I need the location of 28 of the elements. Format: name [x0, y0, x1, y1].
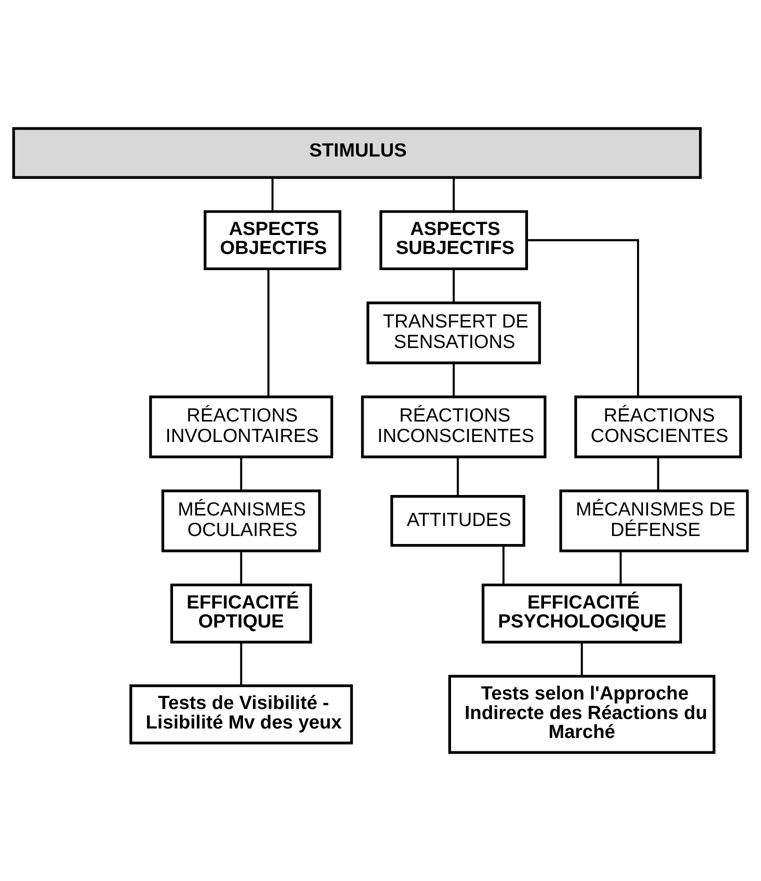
connector: [452, 178, 455, 212]
node-box: EFFICACITÉ OPTIQUE: [170, 584, 312, 644]
node-box: RÉACTIONS INCONSCIENTES: [361, 396, 546, 458]
node-box: STIMULUS: [12, 127, 702, 179]
connector: [240, 642, 242, 686]
node-box: ASPECTS OBJECTIFS: [204, 210, 342, 270]
node-box: RÉACTIONS CONSCIENTES: [574, 396, 742, 458]
node-box: Tests selon l'Approche Indirecte des Réactions du Marché: [448, 674, 716, 754]
node-box: Tests de Visibilité - Lisibilité Mv des yeux: [129, 684, 353, 744]
connector: [580, 642, 583, 676]
connector: [620, 551, 622, 585]
connector: [452, 363, 455, 397]
connector: [502, 546, 504, 585]
node-box: ATTITUDES: [390, 495, 526, 547]
node-box: RÉACTIONS INVOLONTAIRES: [149, 396, 334, 458]
connector: [527, 239, 640, 397]
connector: [271, 178, 274, 212]
connector: [267, 268, 270, 397]
node-box: MÉCANISMES OCULAIRES: [161, 490, 321, 552]
connector: [456, 457, 459, 496]
node-box: ASPECTS SUBJECTIFS: [379, 210, 528, 270]
connector: [452, 269, 455, 302]
node-box: EFFICACITÉ PSYCHOLOGIQUE: [482, 584, 682, 644]
node-box: MÉCANISMES DE DÉFENSE: [559, 490, 749, 552]
connector: [657, 457, 660, 491]
connector: [240, 551, 242, 585]
connector: [240, 457, 242, 491]
node-box: TRANSFERT DE SENSATIONS: [366, 302, 541, 364]
